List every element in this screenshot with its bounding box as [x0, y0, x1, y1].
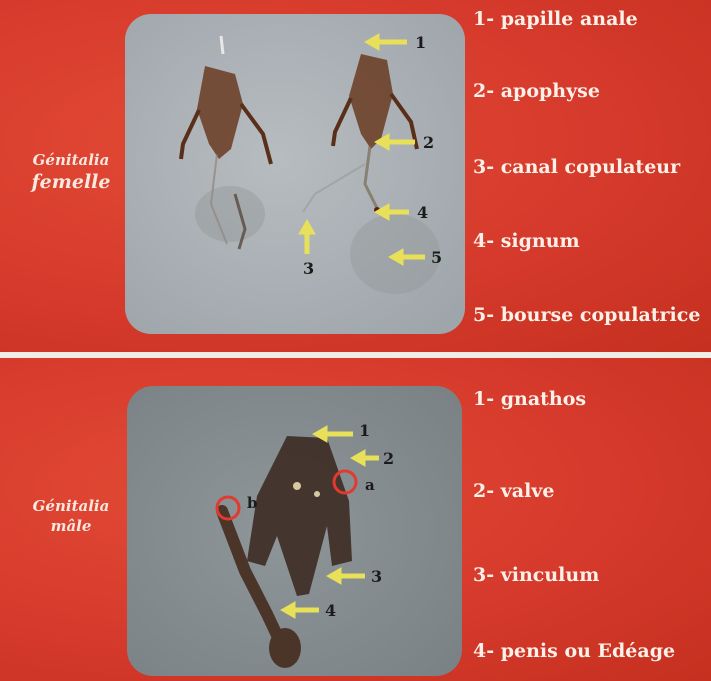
legend-item: 5- bourse copulatrice [473, 304, 700, 326]
marker-f3: 3 [303, 259, 314, 278]
circle-label-b: b [247, 494, 258, 512]
marker-f2: 2 [423, 133, 434, 152]
female-genitalia-panel: Génitalia femelle [0, 0, 711, 352]
female-genitalia-photo: 1 2 4 5 3 [125, 14, 465, 334]
circle-label-a: a [365, 476, 375, 494]
marker-m1: 1 [359, 421, 370, 440]
legend-item: 3- vinculum [473, 564, 599, 586]
legend-item: 2- valve [473, 480, 554, 502]
male-label-line2: mâle [12, 516, 130, 536]
male-genitalia-photo: a b 1 2 3 4 [127, 386, 462, 676]
male-side-label: Génitalia mâle [12, 496, 130, 537]
female-label-line1: Génitalia [12, 150, 130, 170]
legend-item: 4- signum [473, 230, 580, 252]
male-genitalia-panel: Génitalia mâle a b [0, 358, 711, 681]
marker-m4: 4 [325, 601, 336, 620]
marker-f4: 4 [417, 203, 428, 222]
female-side-label: Génitalia femelle [12, 150, 130, 196]
legend-item: 4- penis ou Edéage [473, 640, 675, 662]
legend-item: 1- gnathos [473, 388, 586, 410]
marker-m3: 3 [371, 567, 382, 586]
legend-item: 3- canal copulateur [473, 156, 680, 178]
legend-item: 2- apophyse [473, 80, 600, 102]
marker-f1: 1 [415, 33, 426, 52]
female-label-line2: femelle [12, 170, 130, 196]
marker-m2: 2 [383, 449, 394, 468]
marker-f5: 5 [431, 248, 442, 267]
male-label-line1: Génitalia [12, 496, 130, 516]
legend-item: 1- papille anale [473, 8, 638, 30]
